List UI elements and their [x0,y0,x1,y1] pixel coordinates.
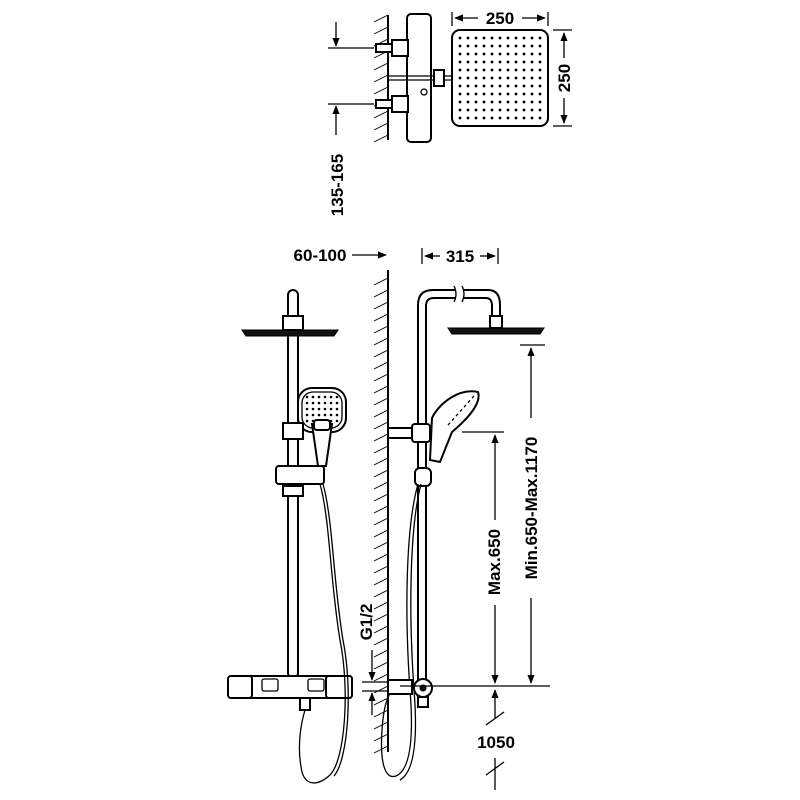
head-width-label: 250 [486,9,514,28]
wall-offset-label: 60-100 [294,246,347,265]
dim-rail-height: Max.650 [462,431,504,684]
dim-connection-thread: G1/2 [357,604,388,715]
inlet-spacing-label: 135-165 [328,154,347,216]
dim-head-depth: 250 [553,29,574,127]
dim-wall-offset: 60-100 [294,246,387,265]
head-depth-label: 250 [555,64,574,92]
shower-head-top-view [451,29,549,127]
dim-arm-reach: 315 [421,247,499,266]
dim-valve-height: 1050 [477,689,515,790]
valve-height-label: 1050 [477,733,515,752]
hand-shower-side [428,390,480,464]
nozzle-grid [458,36,542,120]
thread-label: G1/2 [357,604,376,641]
rail-height-label: Max.650 [485,529,504,595]
thermostat-top-view [375,13,455,143]
dim-column-height: Min.650-Max.1170 [520,344,545,684]
front-view: 60-100 G1/2 [227,246,388,784]
dim-head-width: 250 [451,9,549,28]
wall-hatch-top [373,14,389,143]
top-view: 250 250 135-165 [328,9,574,216]
dim-inlet-spacing: 135-165 [328,22,374,216]
wall-section [373,270,389,754]
side-view: 315 Max.650 Min.650-Max.1170 1050 [380,247,550,790]
wall-hatch [373,277,389,754]
arm-reach-label: 315 [446,247,474,266]
hand-shower-front [297,387,347,467]
column-height-label: Min.650-Max.1170 [522,437,541,580]
thermostat-front [227,675,353,711]
